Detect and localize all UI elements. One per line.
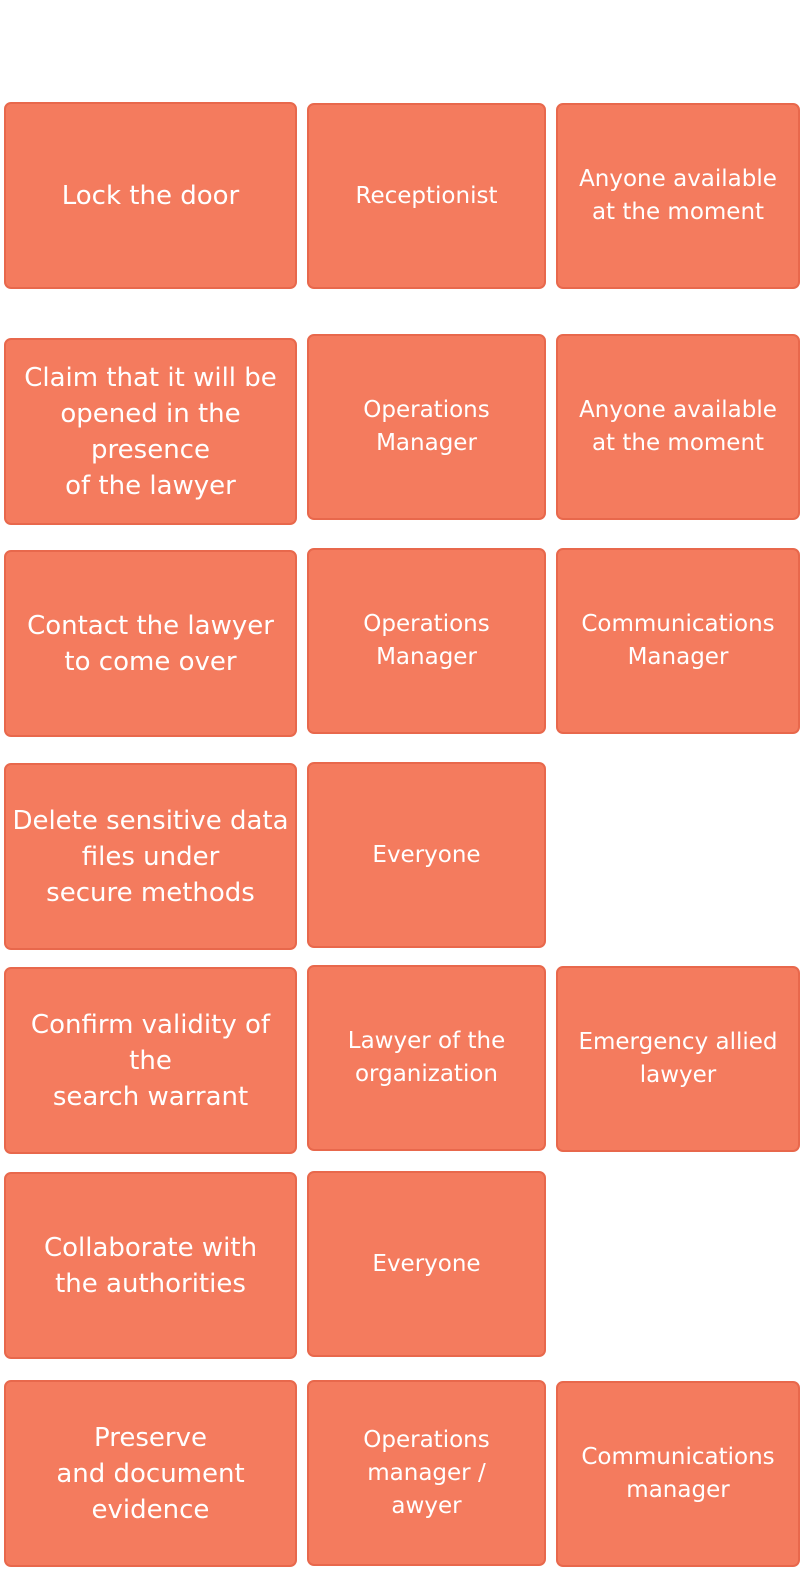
responsible-card: Operations manager / awyer [307,1380,546,1566]
responsible-card: Everyone [307,762,546,948]
responsible-card: Lawyer of the organization [307,965,546,1151]
action-card: Collaborate with the authorities [4,1172,297,1359]
responsible-card: Operations Manager [307,334,546,520]
action-card: Preserve and document evidence [4,1380,297,1567]
action-card: Confirm validity of the search warrant [4,967,297,1154]
responsible-card: Everyone [307,1171,546,1357]
backup-card: Communications Manager [556,548,800,734]
backup-card: Anyone available at the moment [556,334,800,520]
responsible-card: Receptionist [307,103,546,289]
action-card: Contact the lawyer to come over [4,550,297,737]
backup-card: Anyone available at the moment [556,103,800,289]
action-card: Lock the door [4,102,297,289]
responsible-card: Operations Manager [307,548,546,734]
backup-card: Emergency allied lawyer [556,966,800,1152]
action-card: Claim that it will be opened in the pres… [4,338,297,525]
action-card: Delete sensitive data files under secure… [4,763,297,950]
backup-card: Communications manager [556,1381,800,1567]
